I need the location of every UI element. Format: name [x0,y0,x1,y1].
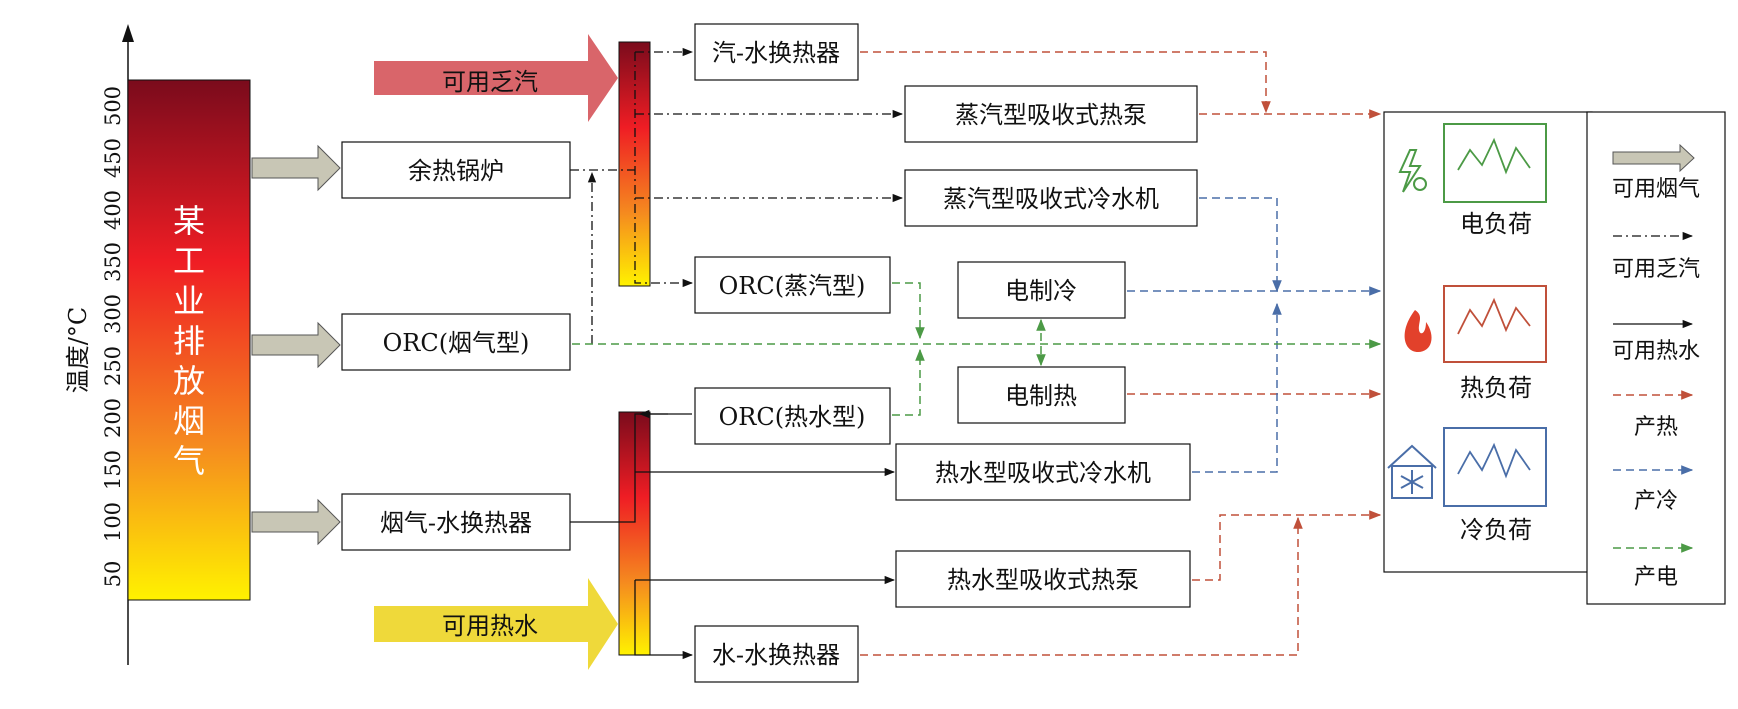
box-electric-cooling: 电制冷 [957,261,1126,319]
box-label: 电制热 [1005,382,1077,410]
heat-load: 热负荷 [1404,285,1547,402]
box-electric-heating: 电制热 [957,366,1126,424]
legend-label: 产电 [1634,565,1678,590]
box-label: 汽-水换热器 [712,39,840,67]
source-label-char: 放 [173,362,205,400]
box-label: ORC(蒸汽型) [719,272,866,300]
load-label: 电负荷 [1460,210,1532,238]
box-label: 电制冷 [1005,277,1077,305]
axis-tick-label: 500 [101,86,125,126]
box-label: 蒸汽型吸收式热泵 [955,101,1147,129]
box-label: ORC(烟气型) [383,329,530,357]
axis-tick-label: 100 [101,502,125,542]
hotwater-input-arrow: 可用热水 [374,578,618,670]
axis-title: 温度/°C [64,307,92,393]
cold-load: 冷负荷 [1387,427,1547,544]
loads-panel: 电负荷 热负荷 冷负荷 [1383,111,1593,573]
electricity-icon [1398,149,1427,193]
legend-cold: 产冷 [1613,465,1694,514]
box-label: ORC(热水型) [719,403,866,431]
hotwater-input-label: 可用热水 [442,612,538,640]
axis-tick-label: 400 [101,190,125,230]
box-waste-heat-boiler: 余热锅炉 [341,141,571,199]
legend-hotwater: 可用热水 [1612,319,1700,364]
axis-tick-label: 350 [101,242,125,282]
legend-electricity: 产电 [1613,543,1694,590]
steam-lines [570,47,904,344]
cold-lines [1127,197,1382,473]
axis-tick-label: 250 [101,346,125,386]
box-hotwater-absorption-heat-pump: 热水型吸收式热泵 [895,550,1191,608]
legend-flue-gas: 可用烟气 [1612,143,1700,202]
source-label-char: 排 [173,322,205,360]
box-label: 水-水换热器 [712,641,840,669]
axis-tick-label: 50 [101,561,125,588]
box-orc-steam: ORC(蒸汽型) [694,256,891,314]
box-flue-water-hx: 烟气-水换热器 [341,493,571,551]
legend-label: 可用热水 [1612,339,1700,364]
legend-label: 产冷 [1634,489,1678,514]
box-label: 蒸汽型吸收式冷水机 [943,185,1159,213]
steam-input-label: 可用乏汽 [442,68,538,96]
legend-steam: 可用乏汽 [1612,231,1700,282]
snowflake-house-icon [1387,444,1437,499]
box-water-water-hx: 水-水换热器 [694,625,859,683]
load-curve [1457,137,1531,175]
legend-label: 产热 [1634,415,1678,440]
source-label-char: 工 [173,242,205,280]
electricity-lines [572,282,1382,416]
legend-label: 可用烟气 [1612,177,1700,202]
axis-tick-label: 200 [101,398,125,438]
temperature-axis: 50 100 150 200 250 300 350 400 450 500 温度/°C [64,24,134,665]
box-steam-absorption-heat-pump: 蒸汽型吸收式热泵 [904,85,1198,143]
box-label: 烟气-水换热器 [380,509,532,537]
box-orc-flue: ORC(烟气型) [341,313,571,371]
load-curve [1457,297,1531,335]
box-label: 热水型吸收式冷水机 [935,459,1151,487]
box-hotwater-absorption-chiller: 热水型吸收式冷水机 [895,443,1191,501]
box-steam-absorption-chiller: 蒸汽型吸收式冷水机 [904,169,1198,227]
box-label: 余热锅炉 [408,157,504,185]
source-label-char: 业 [173,282,205,320]
legend-heat: 产热 [1613,390,1694,440]
load-curve [1457,442,1531,479]
steam-input-arrow: 可用乏汽 [374,34,618,122]
flue-gas-arrows [251,144,341,546]
source-label-char: 某 [173,202,205,240]
box-orc-hotwater: ORC(热水型) [694,387,891,445]
axis-tick-label: 450 [101,138,125,178]
box-steam-water-hx: 汽-水换热器 [694,23,859,81]
source-label-char: 气 [173,442,205,480]
axis-tick-label: 150 [101,450,125,490]
box-label: 热水型吸收式热泵 [947,566,1139,594]
heat-lines [860,51,1382,656]
hotwater-lines [570,409,896,660]
electric-load: 电负荷 [1398,123,1547,238]
legend-panel: 可用烟气 可用乏汽 可用热水 产热 产冷 产电 [1586,111,1726,605]
axis-tick-label: 300 [101,294,125,334]
load-label: 冷负荷 [1460,516,1532,544]
source-label-char: 烟 [173,402,205,440]
legend-label: 可用乏汽 [1612,257,1700,282]
load-label: 热负荷 [1460,374,1532,402]
flame-icon [1404,310,1432,352]
